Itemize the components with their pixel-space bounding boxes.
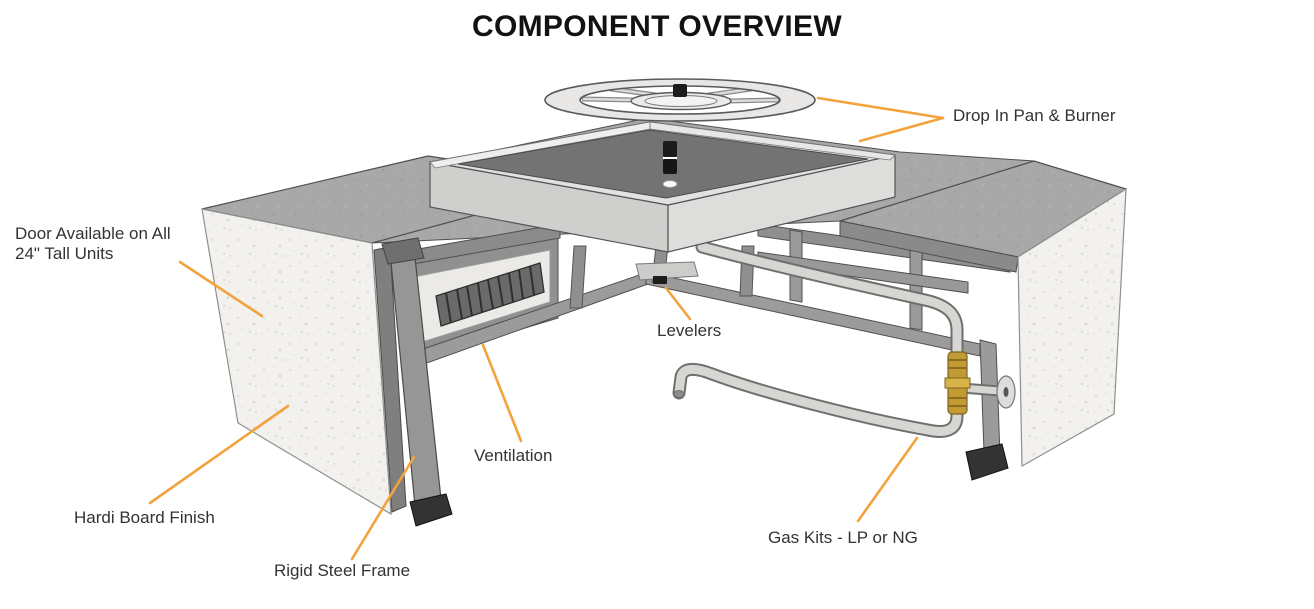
right-corner-foot bbox=[965, 443, 1009, 481]
leveler-foot bbox=[653, 276, 667, 284]
leader-rigid bbox=[350, 455, 416, 561]
hose-open-end bbox=[673, 390, 685, 398]
callout-rigid-steel-frame: Rigid Steel Frame bbox=[274, 561, 411, 580]
leveler-bracket bbox=[635, 261, 699, 281]
right-wing-front-apron bbox=[839, 220, 1019, 273]
leader-ventilation bbox=[481, 343, 523, 443]
pan-leg-left bbox=[569, 245, 587, 309]
ring-hub-inner bbox=[644, 95, 718, 107]
callout-drop-in-pan-burner: Drop In Pan & Burner bbox=[953, 106, 1116, 125]
leader-hardi bbox=[148, 404, 290, 505]
post-top-joint bbox=[381, 237, 425, 265]
leader-levelers bbox=[664, 286, 692, 321]
leader-drop-in-upper bbox=[816, 96, 945, 120]
flange-hole bbox=[1003, 387, 1009, 397]
corner-post-foot bbox=[409, 493, 453, 527]
callout-ventilation: Ventilation bbox=[474, 446, 553, 465]
left-wing-hardi-panel bbox=[201, 208, 392, 516]
pan-igniter bbox=[662, 141, 678, 188]
leader-gas bbox=[856, 436, 919, 523]
leader-lines bbox=[148, 96, 945, 561]
ring-torus bbox=[544, 78, 816, 122]
callout-hardi-board: Hardi Board Finish bbox=[74, 508, 215, 527]
burner-ring bbox=[544, 78, 816, 122]
right-wing-hardi-end-panel bbox=[1017, 187, 1127, 468]
right-corner-stud bbox=[979, 339, 1001, 457]
ring-valve-cap bbox=[673, 84, 687, 97]
brass-gas-valve bbox=[944, 351, 971, 415]
ventilation-grille bbox=[435, 262, 545, 327]
pan-back-lip-right bbox=[649, 121, 896, 161]
callout-levelers: Levelers bbox=[657, 321, 722, 340]
leader-door bbox=[178, 260, 264, 318]
drop-in-pan bbox=[429, 121, 896, 253]
page-title: COMPONENT OVERVIEW bbox=[472, 10, 842, 43]
leader-drop-in-lower bbox=[858, 116, 945, 143]
frame-stud-2 bbox=[909, 245, 923, 331]
callout-gas-kits: Gas Kits - LP or NG bbox=[768, 528, 918, 547]
callout-door: Door Available on All 24" Tall Units bbox=[15, 224, 171, 263]
